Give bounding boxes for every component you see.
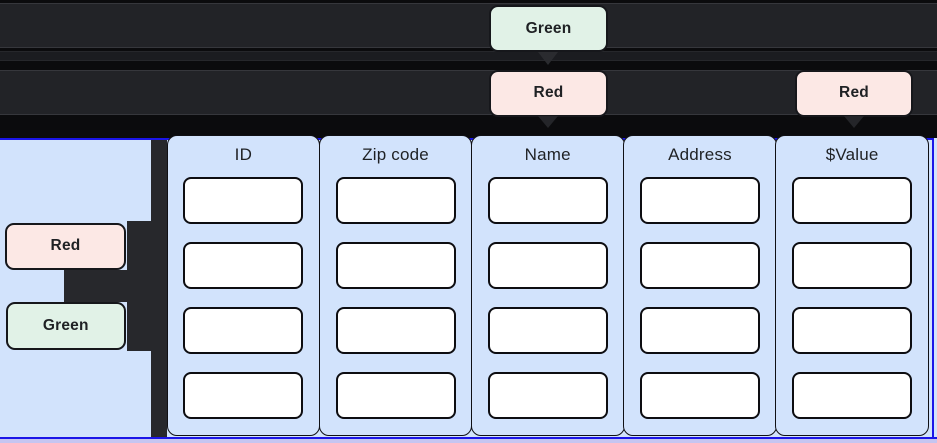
column-id: ID	[166, 134, 321, 436]
column-slots	[472, 176, 624, 419]
field-slot[interactable]	[183, 176, 304, 224]
field-slot[interactable]	[792, 371, 913, 419]
column-slots	[168, 176, 320, 419]
row-bar-collapsed	[0, 51, 937, 61]
field-slot[interactable]	[183, 371, 304, 419]
field-slot[interactable]	[639, 241, 760, 289]
field-slot[interactable]	[183, 306, 304, 354]
adjacent-panel-right	[934, 137, 937, 437]
column-name: Name	[470, 134, 625, 436]
row-bar-top	[0, 3, 937, 48]
field-slot[interactable]	[487, 241, 608, 289]
row-chip-red-value[interactable]: Red	[795, 70, 913, 117]
side-chip-red-label: Red	[50, 237, 81, 255]
row-chip-red-label: Red	[533, 84, 564, 102]
column-header: $Value	[825, 144, 879, 164]
column-value: $Value	[775, 134, 930, 436]
column-header: ID	[234, 144, 253, 164]
column-zipcode: Zip code	[318, 134, 473, 436]
field-slot[interactable]	[792, 306, 913, 354]
adjacent-panel-bottom	[0, 439, 937, 443]
field-slot[interactable]	[335, 306, 456, 354]
columns-block: ID Zip code Name Address $Value	[166, 134, 930, 436]
field-slot[interactable]	[639, 306, 760, 354]
row-chip-green[interactable]: Green	[489, 5, 608, 52]
field-slot[interactable]	[487, 306, 608, 354]
field-slot[interactable]	[335, 371, 456, 419]
column-gap-mask	[150, 140, 167, 437]
column-header: Address	[668, 144, 732, 164]
field-slot[interactable]	[639, 371, 760, 419]
column-header: Zip code	[362, 144, 429, 164]
field-slot[interactable]	[487, 176, 608, 224]
column-header: Name	[524, 144, 571, 164]
column-slots	[624, 176, 776, 419]
field-slot[interactable]	[487, 371, 608, 419]
row-chip-red-name[interactable]: Red	[489, 70, 608, 117]
chip-connector-horizontal	[64, 270, 151, 302]
side-chip-green-label: Green	[42, 316, 89, 334]
field-slot[interactable]	[335, 176, 456, 224]
field-slot[interactable]	[792, 241, 913, 289]
panel-bottom-border	[0, 436, 937, 439]
column-slots	[320, 176, 472, 419]
column-slots	[776, 176, 928, 419]
pointer-down-icon	[538, 116, 558, 128]
side-chip-green[interactable]: Green	[5, 301, 126, 350]
column-address: Address	[623, 134, 777, 436]
field-slot[interactable]	[335, 241, 456, 289]
row-chip-green-label: Green	[525, 19, 572, 37]
pointer-down-icon	[844, 116, 864, 128]
row-chip-red-label: Red	[839, 84, 869, 102]
side-chip-red[interactable]: Red	[5, 222, 126, 270]
field-slot[interactable]	[639, 176, 760, 224]
pointer-down-icon	[538, 51, 558, 65]
field-slot[interactable]	[792, 176, 913, 224]
field-slot[interactable]	[183, 241, 304, 289]
row-bar-bottom	[0, 70, 937, 115]
